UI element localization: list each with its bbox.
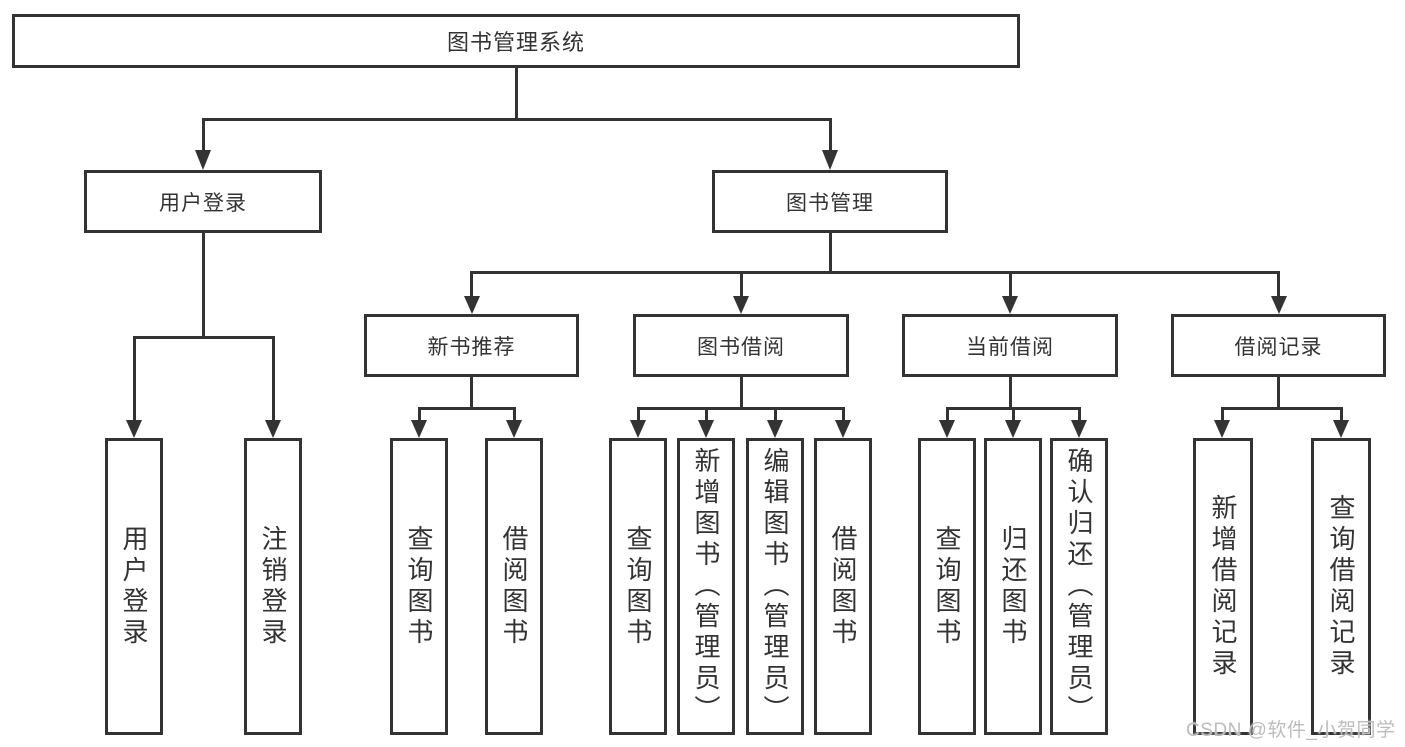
node-label: 借阅图书 bbox=[499, 524, 529, 649]
connector-line bbox=[1277, 271, 1280, 298]
leaf-edit-book-admin: 编辑图书（管理员） bbox=[746, 438, 804, 735]
leaf-query-book-current: 查询图书 bbox=[918, 438, 976, 735]
leaf-query-book-recommend: 查询图书 bbox=[390, 438, 448, 735]
leaf-confirm-return-admin: 确认归还（管理员） bbox=[1050, 438, 1108, 735]
connector-line bbox=[470, 377, 473, 407]
connector-line bbox=[1011, 407, 1015, 421]
leaf-add-book-admin: 新增图书（管理员） bbox=[677, 438, 735, 735]
connector-line bbox=[470, 271, 473, 298]
connector-line bbox=[636, 407, 845, 410]
node-label: 查询借阅记录 bbox=[1326, 493, 1356, 680]
leaf-return-book: 归还图书 bbox=[984, 438, 1042, 735]
arrow-down-icon bbox=[939, 420, 955, 438]
connector-line bbox=[1220, 407, 1343, 410]
node-new-book-recommend: 新书推荐 bbox=[364, 314, 579, 377]
arrow-down-icon bbox=[698, 420, 714, 438]
connector-line bbox=[470, 271, 1280, 274]
node-label: 借阅记录 bbox=[1234, 335, 1323, 359]
leaf-borrow-book: 借阅图书 bbox=[814, 438, 872, 735]
connector-line bbox=[1220, 407, 1224, 421]
connector-line bbox=[417, 407, 421, 421]
node-label: 查询图书 bbox=[404, 524, 434, 649]
connector-line bbox=[1077, 407, 1081, 421]
leaf-query-book-borrow: 查询图书 bbox=[609, 438, 667, 735]
arrow-down-icon bbox=[835, 420, 851, 438]
node-label: 新增图书（管理员） bbox=[691, 447, 721, 726]
arrow-down-icon bbox=[411, 420, 427, 438]
connector-line bbox=[514, 68, 518, 118]
node-label: 当前借阅 bbox=[966, 335, 1054, 359]
connector-line bbox=[132, 336, 275, 339]
arrow-down-icon bbox=[1214, 420, 1230, 438]
node-borrow-records: 借阅记录 bbox=[1171, 314, 1386, 377]
node-label: 图书管理系统 bbox=[446, 30, 585, 55]
arrow-down-icon bbox=[195, 150, 211, 170]
connector-line bbox=[739, 271, 743, 298]
node-book-management: 图书管理 bbox=[712, 170, 948, 233]
node-label: 新增借阅记录 bbox=[1208, 493, 1238, 680]
node-current-borrow: 当前借阅 bbox=[902, 314, 1118, 377]
node-user-login: 用户登录 bbox=[84, 170, 322, 233]
node-label: 注销登录 bbox=[258, 524, 288, 649]
connector-line bbox=[132, 336, 136, 421]
node-label: 图书借阅 bbox=[697, 335, 785, 359]
connector-line bbox=[1008, 271, 1012, 298]
arrow-down-icon bbox=[126, 420, 142, 438]
arrow-down-icon bbox=[265, 420, 281, 438]
connector-line bbox=[201, 118, 832, 121]
connector-line bbox=[1339, 407, 1343, 421]
arrow-down-icon bbox=[733, 296, 749, 314]
connector-line bbox=[773, 407, 777, 421]
connector-line bbox=[1277, 377, 1280, 407]
connector-line bbox=[201, 233, 205, 336]
node-label: 借阅图书 bbox=[828, 524, 858, 649]
node-label: 用户登录 bbox=[119, 524, 149, 649]
connector-line bbox=[704, 407, 708, 421]
connector-line bbox=[512, 407, 516, 421]
node-label: 用户登录 bbox=[159, 191, 247, 215]
leaf-user-login: 用户登录 bbox=[105, 438, 163, 735]
leaf-logout: 注销登录 bbox=[244, 438, 302, 735]
node-label: 查询图书 bbox=[932, 524, 962, 649]
csdn-watermark: CSDN @软件_小贺同学 bbox=[1186, 720, 1396, 741]
arrow-down-icon bbox=[1005, 420, 1021, 438]
node-label: 归还图书 bbox=[998, 524, 1028, 649]
connector-line bbox=[417, 407, 516, 410]
connector-line bbox=[1008, 377, 1012, 407]
connector-line bbox=[945, 407, 949, 421]
arrow-down-icon bbox=[1333, 420, 1349, 438]
node-book-borrow: 图书借阅 bbox=[633, 314, 849, 377]
node-label: 新书推荐 bbox=[427, 335, 516, 359]
arrow-down-icon bbox=[822, 150, 838, 170]
node-label: 图书管理 bbox=[786, 191, 874, 215]
connector-line bbox=[201, 118, 205, 152]
node-label: 确认归还（管理员） bbox=[1064, 447, 1094, 726]
connector-line bbox=[828, 233, 832, 271]
arrow-down-icon bbox=[630, 420, 646, 438]
connector-line bbox=[271, 336, 275, 421]
arrow-down-icon bbox=[1071, 420, 1087, 438]
connector-line bbox=[841, 407, 845, 421]
leaf-add-borrow-record: 新增借阅记录 bbox=[1193, 438, 1253, 735]
arrow-down-icon bbox=[1270, 296, 1287, 314]
node-label: 查询图书 bbox=[623, 524, 653, 649]
connector-line bbox=[828, 118, 832, 152]
leaf-borrow-book-recommend: 借阅图书 bbox=[485, 438, 543, 735]
connector-line bbox=[636, 407, 640, 421]
connector-line bbox=[739, 377, 743, 407]
arrow-down-icon bbox=[506, 420, 522, 438]
arrow-down-icon bbox=[1002, 296, 1018, 314]
leaf-query-borrow-record: 查询借阅记录 bbox=[1311, 438, 1371, 735]
arrow-down-icon bbox=[463, 296, 480, 314]
arrow-down-icon bbox=[767, 420, 783, 438]
node-library-management-system: 图书管理系统 bbox=[12, 14, 1020, 68]
node-label: 编辑图书（管理员） bbox=[760, 447, 790, 726]
